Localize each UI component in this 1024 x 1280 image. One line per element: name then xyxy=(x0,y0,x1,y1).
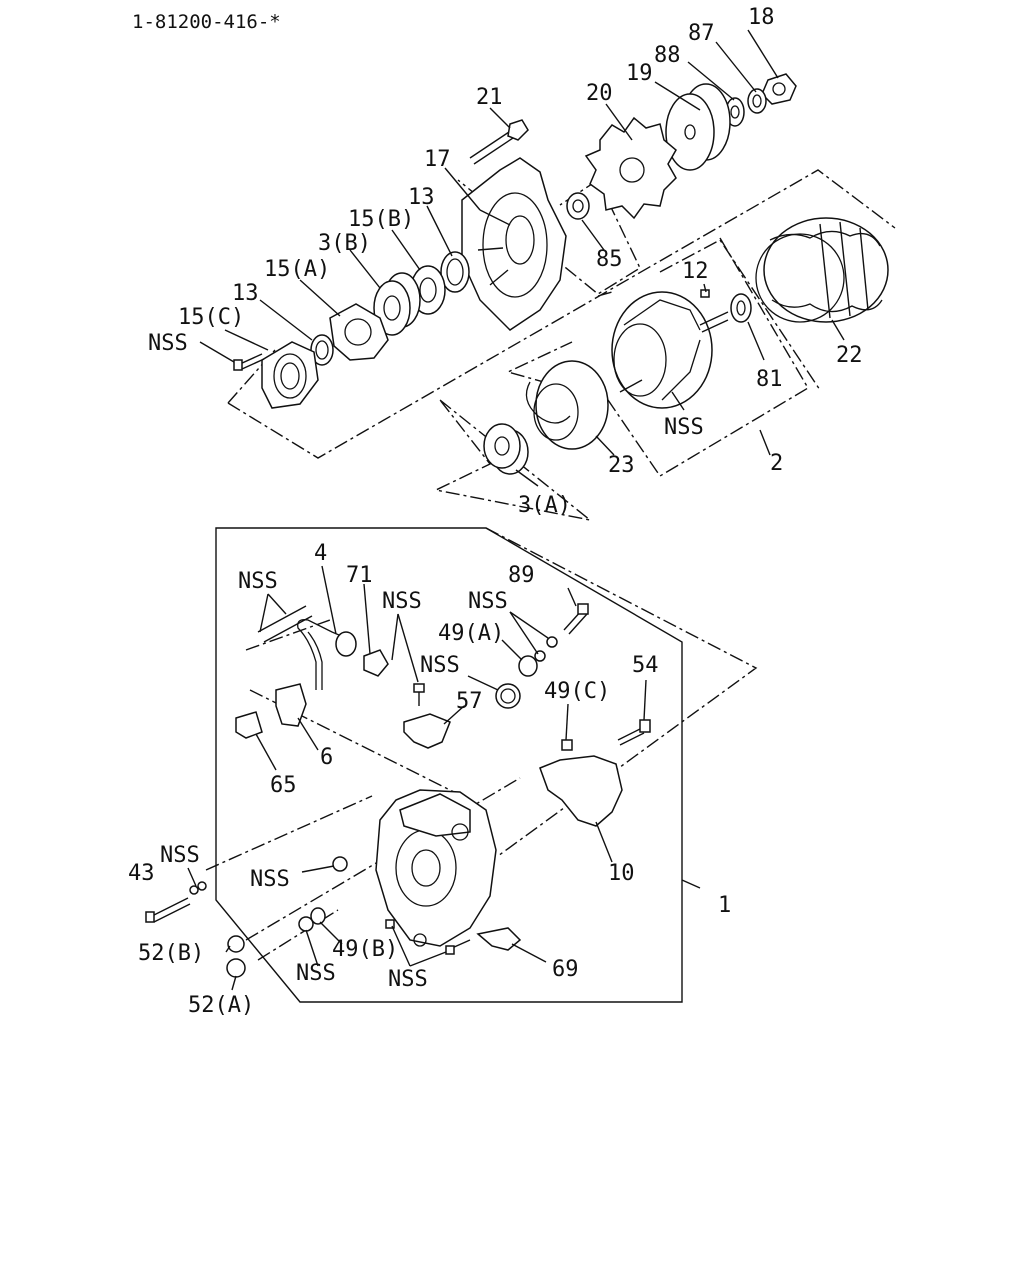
label-49a: 49(A) xyxy=(438,621,504,646)
label-12: 12 xyxy=(682,259,709,284)
clip-71 xyxy=(363,649,389,677)
label-85: 85 xyxy=(596,247,623,272)
key-12 xyxy=(700,289,710,298)
rotor-2 xyxy=(611,291,729,409)
bearing-81 xyxy=(730,293,752,323)
washer-87 xyxy=(747,88,767,114)
screw-54 xyxy=(617,719,651,746)
bolt-21 xyxy=(469,119,529,165)
label-nss-89: NSS xyxy=(468,589,508,614)
tube-4 xyxy=(297,619,357,690)
stator-22 xyxy=(755,217,889,323)
screw-nss-57 xyxy=(413,683,425,706)
label-21: 21 xyxy=(476,85,503,110)
label-54: 54 xyxy=(632,653,659,678)
label-18: 18 xyxy=(748,5,775,30)
label-15c: 15(C) xyxy=(178,305,244,330)
label-15a: 15(A) xyxy=(264,257,330,282)
label-71: 71 xyxy=(346,563,373,588)
label-49b: 49(B) xyxy=(332,937,398,962)
front-frame-17 xyxy=(461,157,567,331)
upper-bracket-outline xyxy=(227,169,896,459)
screw-nss-69 xyxy=(445,939,471,955)
lower-leader-lines xyxy=(187,565,701,991)
ring-nss xyxy=(495,683,521,709)
label-17: 17 xyxy=(424,147,451,172)
label-87: 87 xyxy=(688,21,715,46)
label-3a: 3(A) xyxy=(518,493,571,518)
label-nss-upper: NSS xyxy=(148,331,188,356)
label-15b: 15(B) xyxy=(348,207,414,232)
bearing-group-outline xyxy=(433,399,591,521)
bolt-43 xyxy=(145,897,191,923)
pin-nss-4b xyxy=(263,615,313,643)
upper-leader-lines xyxy=(199,29,845,487)
label-10: 10 xyxy=(608,861,635,886)
label-52a: 52(A) xyxy=(188,993,254,1018)
insulator-49b xyxy=(310,907,326,925)
field-coil-23 xyxy=(525,360,609,450)
cap-nss-frame xyxy=(332,856,348,872)
label-81: 81 xyxy=(756,367,783,392)
label-57: 57 xyxy=(456,689,483,714)
label-65: 65 xyxy=(270,773,297,798)
label-nss-lower: NSS xyxy=(296,961,336,986)
label-69: 69 xyxy=(552,957,579,982)
label-nss-43: NSS xyxy=(160,843,200,868)
part-number-header: 1-81200-416-* xyxy=(132,11,281,33)
label-nss-69: NSS xyxy=(388,967,428,992)
rotor-group-outline xyxy=(505,237,809,477)
label-13-lower: 13 xyxy=(232,281,259,306)
bearing-3a xyxy=(483,423,529,475)
seal-85 xyxy=(566,192,590,220)
bracket-57 xyxy=(403,713,451,749)
pin-nss-4a xyxy=(257,605,307,633)
label-88: 88 xyxy=(654,43,681,68)
terminal-6 xyxy=(275,683,307,727)
nut-18 xyxy=(761,73,797,105)
label-1: 1 xyxy=(718,893,731,918)
screw-nss-upper xyxy=(233,353,265,371)
label-89: 89 xyxy=(508,563,535,588)
rectifier-10 xyxy=(539,755,623,827)
label-nss-rotor: NSS xyxy=(664,415,704,440)
label-22: 22 xyxy=(836,343,863,368)
pulley-19 xyxy=(665,83,731,171)
label-23: 23 xyxy=(608,453,635,478)
label-nss-screw-57: NSS xyxy=(382,589,422,614)
insulator-49a xyxy=(518,655,538,677)
label-19: 19 xyxy=(626,61,653,86)
label-20: 20 xyxy=(586,81,613,106)
label-43: 43 xyxy=(128,861,155,886)
label-13-upper: 13 xyxy=(408,185,435,210)
retainer-15a xyxy=(329,303,389,361)
block-65 xyxy=(235,711,263,739)
insulator-49c xyxy=(561,739,573,751)
cap-52a xyxy=(226,958,246,978)
lower-assembly: 4 71 NSS NSS 89 NSS 49(A) NSS 57 49(C) 5… xyxy=(128,527,758,1018)
ring-13-upper xyxy=(440,251,470,293)
cap-52b xyxy=(227,935,245,953)
screw-nss-49b xyxy=(385,919,395,929)
label-nss-pins: NSS xyxy=(238,569,278,594)
label-52b: 52(B) xyxy=(138,941,204,966)
label-nss-frame: NSS xyxy=(250,867,290,892)
washer-nss-89 xyxy=(546,636,558,648)
fan-20 xyxy=(584,116,677,220)
upper-assembly: 18 87 88 19 20 21 17 13 15(B) 3(B) 15(A)… xyxy=(148,5,896,521)
label-49c: 49(C) xyxy=(544,679,610,704)
label-nss-ring: NSS xyxy=(420,653,460,678)
label-6: 6 xyxy=(320,745,333,770)
label-4: 4 xyxy=(314,541,327,566)
washer-nss-43 xyxy=(189,885,199,895)
label-2: 2 xyxy=(770,451,783,476)
spring-washer-nss-43 xyxy=(197,881,207,891)
label-3b: 3(B) xyxy=(318,231,371,256)
bearing-3b xyxy=(373,272,421,336)
rear-frame xyxy=(375,789,497,947)
bolt-89 xyxy=(563,603,589,635)
clip-69 xyxy=(476,927,522,951)
cover-15c xyxy=(261,341,319,409)
